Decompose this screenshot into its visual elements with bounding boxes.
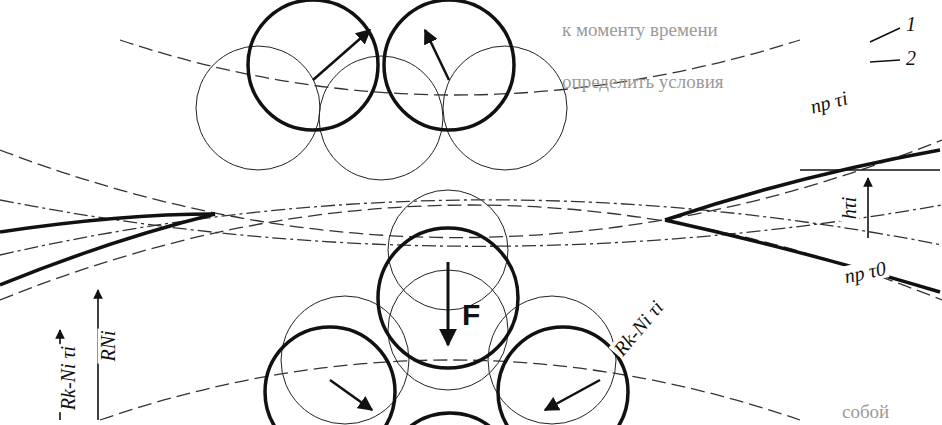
circle-outline [376,226,520,370]
profile-label: пр τi [806,87,851,117]
force-label: F [462,300,480,330]
background-text: к моменту времени [560,20,720,39]
callout-number: 1 [904,14,918,34]
background-text: собой [840,402,891,421]
radius-label: Rk-Ni τi [609,295,668,360]
radius-label: Rk-Ni τi [58,344,78,412]
profile-label: пр τ0 [840,257,889,286]
radius-label: RNi [98,328,118,363]
background-text: определить условия [560,72,726,91]
callout-number: 2 [904,48,918,68]
strand-circle: F [376,226,520,370]
dimension-label: hτi [839,195,859,222]
